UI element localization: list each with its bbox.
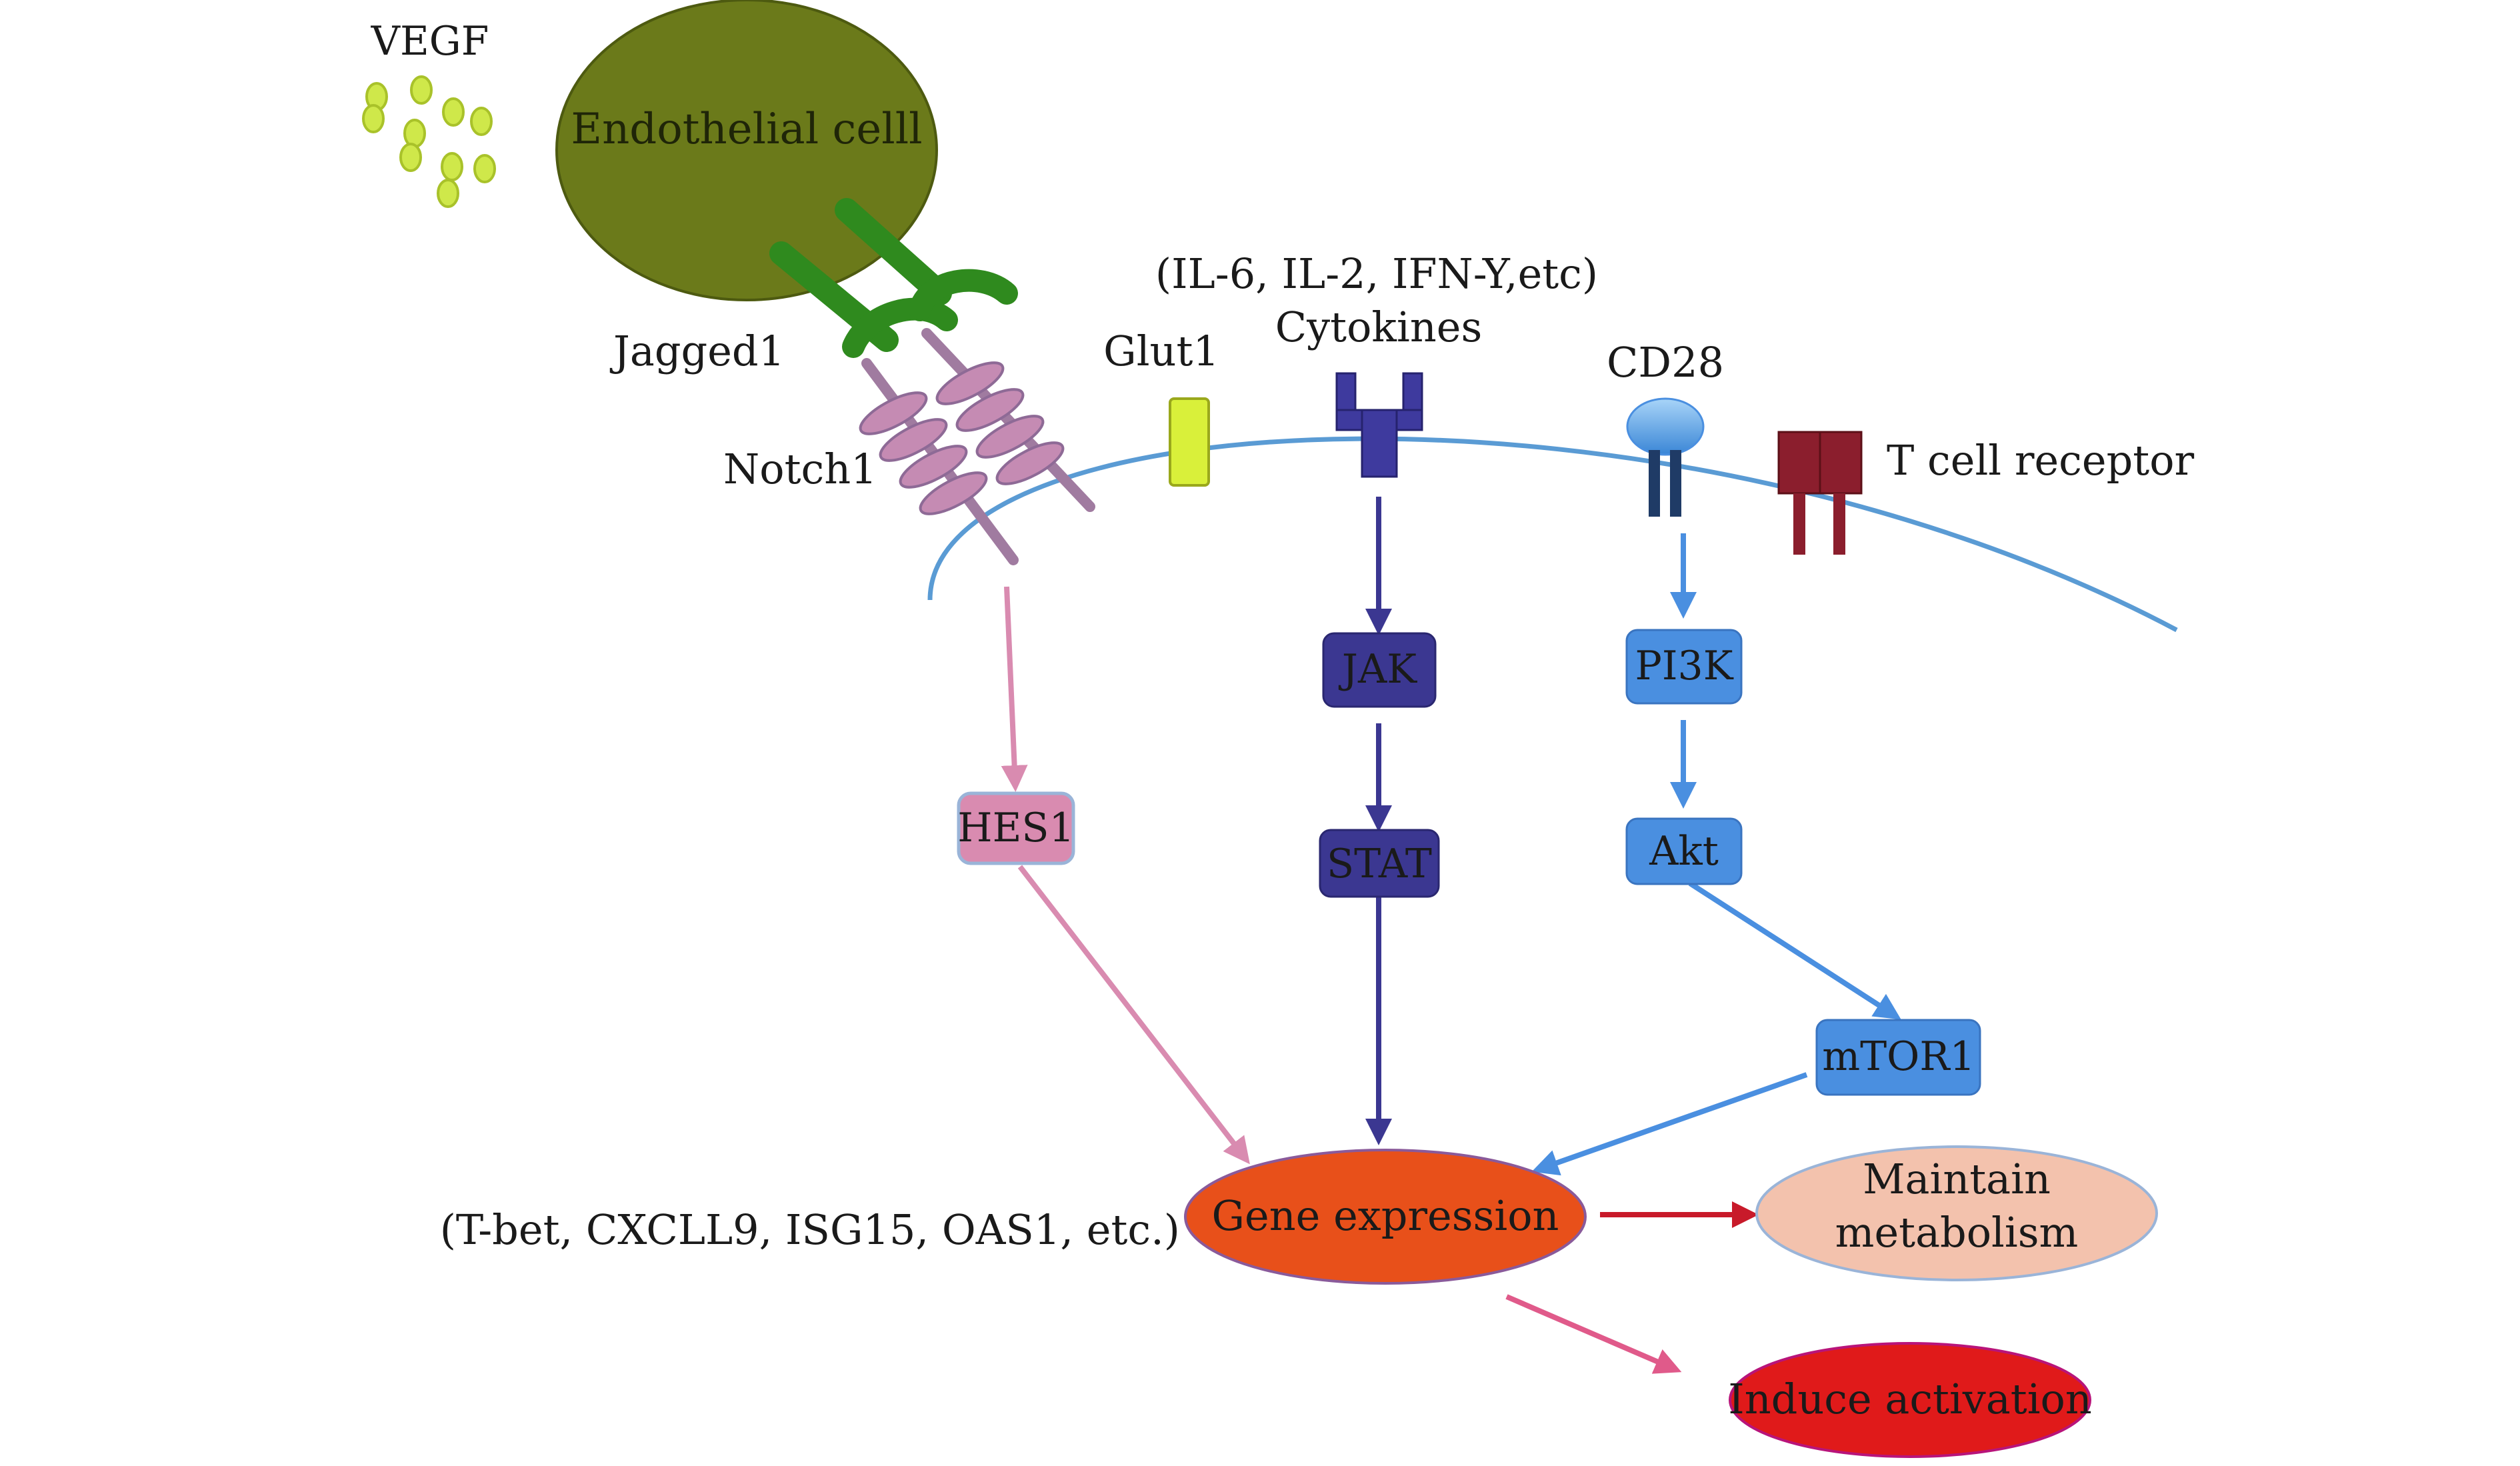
arrow-mtor1-to-gene-expression (1531, 1072, 1808, 1176)
akt-node (1625, 817, 1743, 885)
gene-expression-node (1184, 1149, 1587, 1285)
cytokines-label: Cytokines (1275, 303, 1483, 351)
cytokines-examples-label: (IL-6, IL-2, IFN-Y,etc) (1155, 249, 1598, 298)
jagged1-ligands (769, 198, 1018, 358)
arrow-gene-expression-to-induce (1505, 1294, 1682, 1374)
cd28-label: CD28 (1607, 338, 1724, 387)
notch1-label: Notch1 (723, 445, 877, 493)
jak-label: JAK (1338, 646, 1417, 693)
maintain-line1-label: Maintain (1863, 1155, 2051, 1203)
pi3k-node (1625, 629, 1743, 705)
induce-activation-node (1729, 1342, 2091, 1458)
akt-label: Akt (1649, 828, 1719, 875)
mtor1-node (1815, 1019, 1981, 1096)
gene-examples-label: (T-bet, CXCLL9, ISG15, OAS1, etc.) (440, 1205, 1180, 1254)
vegf-label: VEGF (371, 18, 489, 65)
pi3k-label: PI3K (1635, 643, 1733, 689)
hes1-node (957, 791, 1075, 865)
jak-node (1322, 632, 1437, 708)
glut1-transporter (1169, 397, 1210, 487)
maintain-line2-label: metabolism (1835, 1208, 2079, 1257)
induce-activation-label: Induce activation (1728, 1375, 2092, 1423)
arrow-akt-to-mtor1 (1688, 881, 1901, 1020)
arrow-hes1-to-gene-expression (1017, 865, 1250, 1165)
arrow-notch1-to-hes1 (1001, 586, 1028, 792)
t-cell-receptor (1777, 431, 1863, 555)
hes1-label: HES1 (957, 805, 1074, 851)
cd28-receptor (1626, 397, 1705, 517)
jagged1-label: Jagged1 (609, 327, 785, 375)
endothelial-cell-label: Endothelial celll (571, 105, 922, 154)
stat-label: STAT (1327, 841, 1432, 887)
stat-node (1319, 829, 1440, 898)
vegf-particles (362, 75, 496, 208)
gene-expression-label: Gene expression (1212, 1191, 1559, 1240)
t-cell-receptor-label: T cell receptor (1887, 436, 2195, 485)
cytokine-receptor (1335, 372, 1423, 478)
maintain-metabolism-node (1755, 1145, 2158, 1281)
glut1-label: Glut1 (1103, 327, 1219, 375)
notch1-receptors (859, 328, 1095, 565)
mtor1-label: mTOR1 (1822, 1033, 1975, 1080)
endothelial-cell (555, 0, 938, 301)
